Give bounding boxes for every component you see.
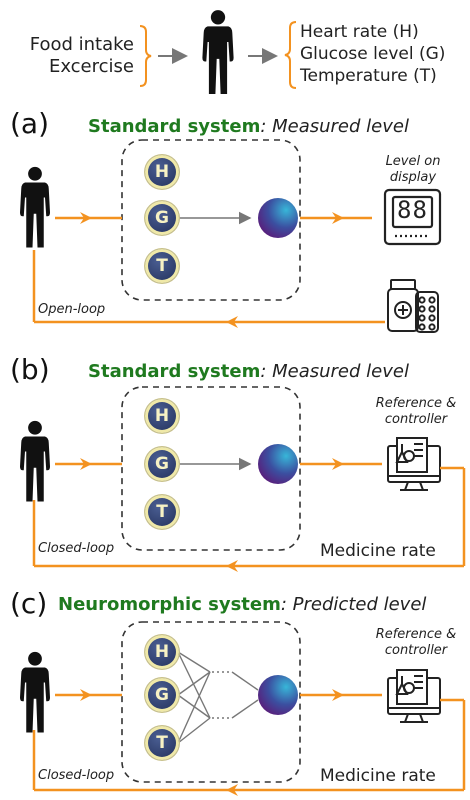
display-caption: Level on display	[385, 154, 441, 186]
controller-icon	[387, 669, 441, 723]
panel-a-loop: Open-loop	[38, 302, 106, 317]
outputs-label: Heart rate (H) Glucose level (G) Tempera…	[300, 21, 445, 87]
input-node-t: T	[145, 495, 179, 529]
panel-b-label: (b)	[10, 353, 50, 386]
network-connections	[177, 651, 259, 744]
controller-caption-b: Reference & controller	[368, 396, 464, 428]
input-node-t: T	[145, 249, 179, 283]
display-caption-line2: display	[389, 170, 437, 185]
controller-caption-b-line1: Reference &	[375, 396, 457, 411]
panel-b-title: Standard system: Measured level	[88, 361, 409, 382]
output-heart-rate: Heart rate (H)	[300, 22, 419, 42]
panel-a-title: Standard system: Measured level	[88, 116, 409, 137]
panel-b-feedback: Medicine rate	[320, 541, 436, 561]
inputs-label: Food intake Excercise	[10, 34, 134, 78]
panel-a-level: : Measured level	[260, 116, 409, 137]
controller-caption-b-line2: controller	[384, 412, 448, 427]
input-node-t: T	[145, 726, 179, 760]
panel-b-level: : Measured level	[260, 361, 409, 382]
person-icon	[20, 651, 50, 733]
medicine-icon	[387, 279, 439, 333]
display-icon	[383, 188, 442, 246]
input-node-g: G	[145, 678, 179, 712]
panel-a-label: (a)	[10, 107, 50, 140]
output-neuron	[258, 444, 298, 484]
panel-c-loop: Closed-loop	[38, 768, 115, 783]
output-neuron	[258, 675, 298, 715]
person-icon	[20, 166, 50, 248]
input-exercise: Excercise	[48, 56, 134, 77]
controller-icon	[387, 437, 441, 491]
panel-b-loop: Closed-loop	[38, 541, 115, 556]
input-node-h: H	[145, 155, 179, 189]
controller-caption-c-line1: Reference &	[375, 627, 457, 642]
panel-b-system: Standard system	[88, 361, 261, 382]
panel-c-label: (c)	[10, 587, 48, 620]
person-icon	[20, 420, 50, 502]
panel-a-system: Standard system	[88, 116, 261, 137]
display-caption-line1: Level on	[385, 154, 441, 169]
input-food: Food intake	[29, 34, 134, 55]
panel-c-feedback: Medicine rate	[320, 766, 436, 786]
input-node-g: G	[145, 201, 179, 235]
person-icon	[202, 10, 234, 94]
input-node-g: G	[145, 447, 179, 481]
controller-caption-c-line2: controller	[384, 643, 448, 658]
output-glucose: Glucose level (G)	[300, 44, 446, 64]
panel-c-system: Neuromorphic system	[58, 594, 281, 615]
controller-caption-c: Reference & controller	[368, 627, 464, 659]
output-neuron	[258, 198, 298, 238]
input-node-h: H	[145, 399, 179, 433]
input-node-h: H	[145, 635, 179, 669]
output-temperature: Temperature (T)	[300, 66, 437, 86]
panel-c-level: : Predicted level	[280, 594, 427, 615]
panel-c-title: Neuromorphic system: Predicted level	[58, 594, 426, 615]
display-value: 88	[397, 196, 428, 224]
